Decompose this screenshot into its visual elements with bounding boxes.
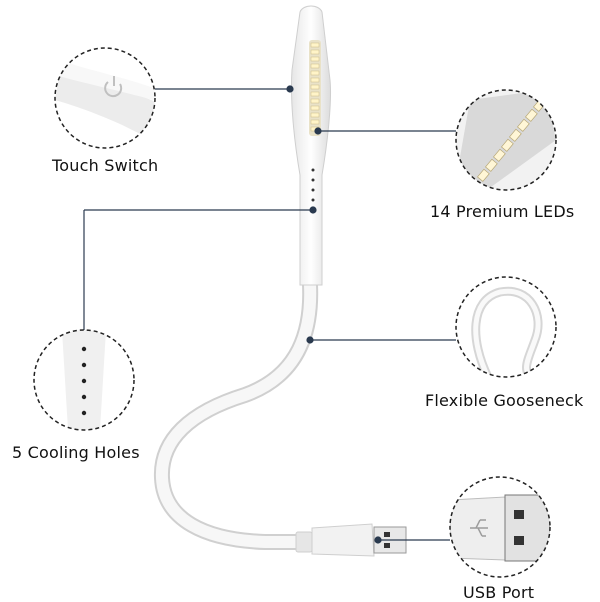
usb-port-label: USB Port	[463, 583, 535, 602]
lamp	[153, 5, 407, 557]
usb-port-detail	[449, 476, 551, 578]
cooling-holes-detail	[33, 329, 135, 431]
usb-plug	[295, 523, 407, 557]
usb-logo-icon	[470, 519, 488, 537]
premium-leds-label: 14 Premium LEDs	[430, 202, 575, 221]
gooseneck-label: Flexible Gooseneck	[425, 391, 584, 410]
cooling-holes-label: 5 Cooling Holes	[12, 443, 140, 462]
gooseneck-detail	[455, 276, 557, 378]
leds-detail	[455, 89, 557, 191]
led-strip	[309, 40, 321, 136]
touch-switch-label: Touch Switch	[52, 156, 159, 175]
leader-lines	[83, 85, 456, 544]
power-icon	[104, 76, 123, 98]
touch-switch-detail	[54, 47, 156, 149]
gooseneck-cable	[153, 277, 319, 550]
